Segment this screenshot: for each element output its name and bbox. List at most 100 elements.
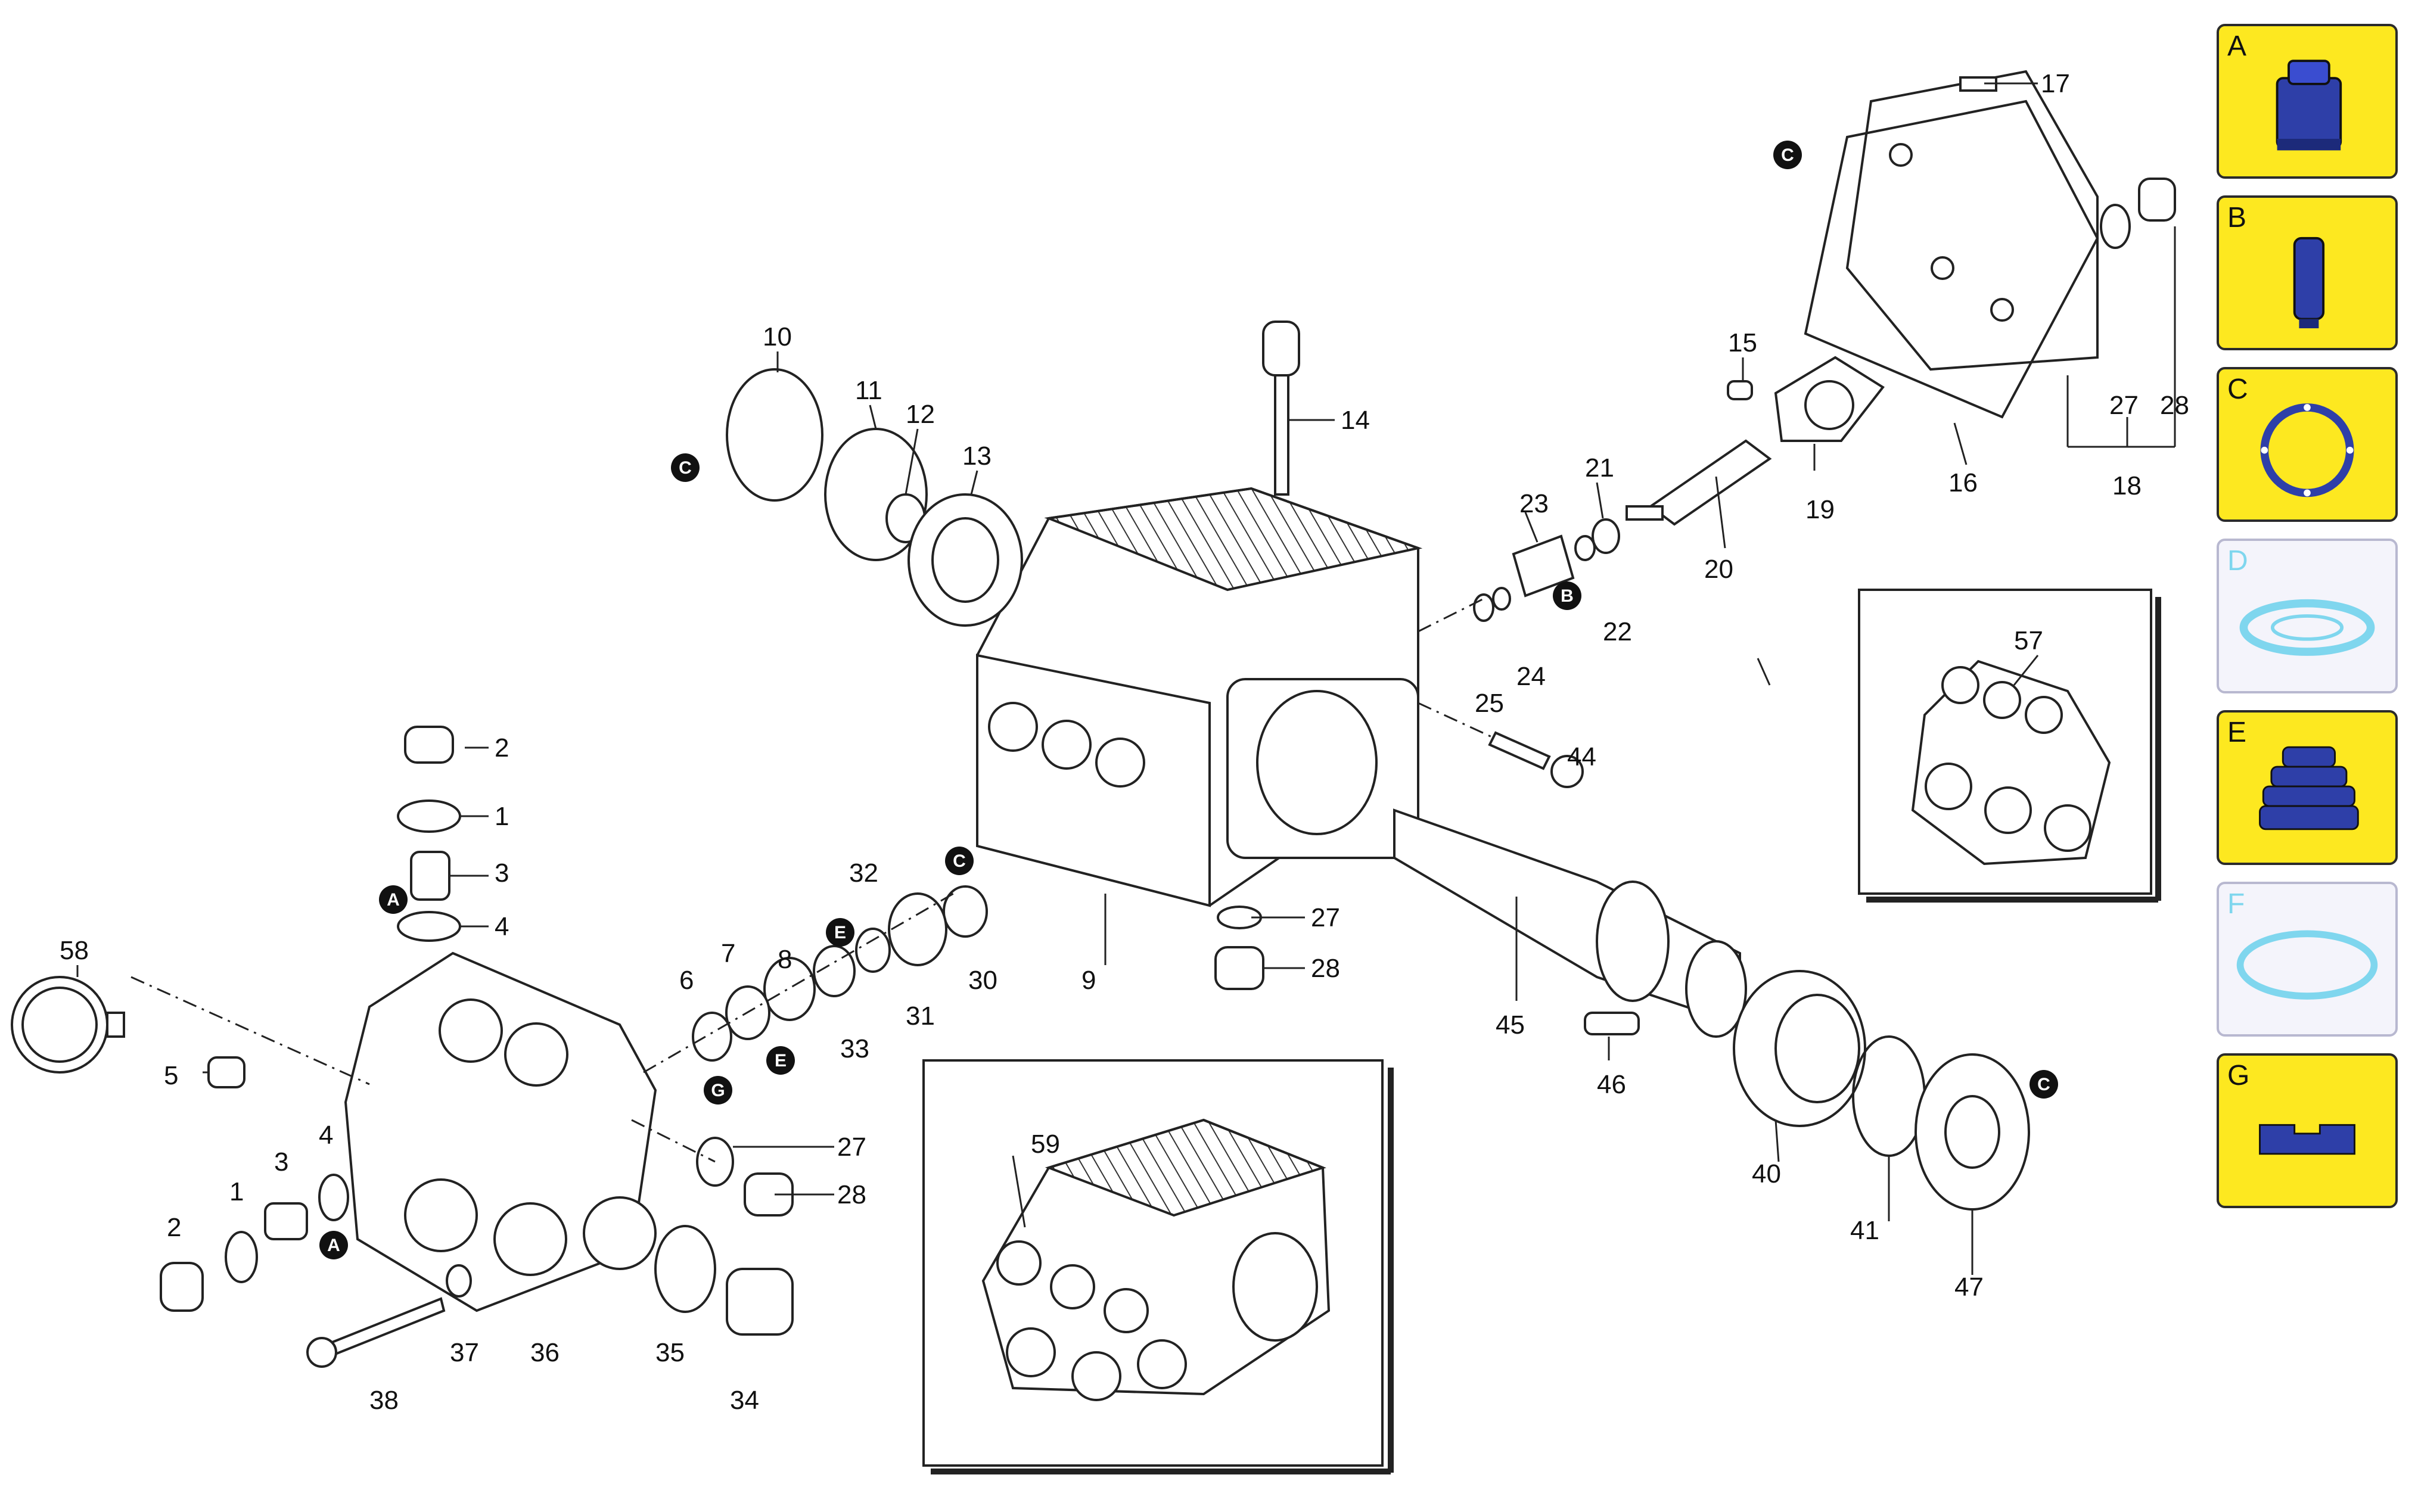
part-label-1-top: 1: [495, 802, 509, 831]
kit-tile-g[interactable]: G: [2217, 1053, 2398, 1208]
part-label-2-top: 2: [495, 733, 509, 763]
part-label-18: 18: [2112, 471, 2142, 500]
plug-34[interactable]: [726, 1268, 794, 1336]
o-ring-1-top[interactable]: [397, 799, 461, 833]
manifold-head[interactable]: [344, 951, 657, 1312]
part-label-16: 16: [1948, 468, 1978, 497]
ring-22[interactable]: [1574, 535, 1596, 561]
part-label-17: 17: [2041, 69, 2070, 98]
ring-6[interactable]: [692, 1012, 732, 1062]
crankcase-cover[interactable]: [1804, 70, 2099, 419]
kit-tile-f[interactable]: F: [2217, 882, 2398, 1037]
part-label-27-mid: 27: [1311, 903, 1340, 932]
circlip-41[interactable]: [1852, 1035, 1926, 1157]
part-label-7: 7: [721, 939, 735, 968]
part-label-47: 47: [1954, 1273, 1984, 1302]
kit-letter-a: A: [2227, 30, 2247, 62]
assembled-pump-illustration: [981, 1118, 1331, 1401]
cover-seal[interactable]: [726, 368, 823, 502]
o-ring-1-bottom[interactable]: [225, 1231, 258, 1283]
plug-28-mid[interactable]: [1214, 946, 1264, 990]
assembly-centerlines: [130, 595, 1496, 1163]
part-label-32: 32: [849, 858, 878, 888]
washer-37[interactable]: [446, 1264, 472, 1298]
valve-plug-2-bottom[interactable]: [160, 1262, 204, 1312]
part-label-44: 44: [1567, 742, 1596, 771]
part-label-45: 45: [1496, 1010, 1525, 1040]
ring-21[interactable]: [1592, 518, 1620, 554]
bolt-44[interactable]: [1488, 731, 1584, 788]
marker-c-4: C: [2037, 1075, 2050, 1094]
part-label-8: 8: [778, 945, 792, 974]
part-label-35: 35: [655, 1338, 685, 1367]
part-label-59: 59: [1031, 1130, 1060, 1159]
part-label-31: 31: [906, 1001, 935, 1031]
sleeve-23[interactable]: [1512, 534, 1575, 598]
seal-33[interactable]: [813, 945, 856, 997]
part-label-24: 24: [1516, 662, 1546, 691]
kit-tile-a[interactable]: A: [2217, 24, 2398, 179]
part-label-9: 9: [1081, 966, 1096, 995]
o-ring-4-bottom[interactable]: [318, 1174, 349, 1221]
valve-3-top[interactable]: [410, 851, 450, 901]
part-label-33: 33: [840, 1034, 869, 1063]
leader-lines: [76, 82, 2176, 1275]
kit-markers: [319, 141, 2058, 1259]
kit-tile-e[interactable]: E: [2217, 710, 2398, 865]
part-label-3-top: 3: [495, 858, 509, 888]
o-ring-35[interactable]: [654, 1225, 716, 1313]
kit-tile-b[interactable]: B: [2217, 195, 2398, 350]
dipstick[interactable]: [1262, 321, 1300, 496]
part-label-3-bottom: 3: [274, 1147, 288, 1177]
kit-tile-c[interactable]: C: [2217, 367, 2398, 522]
part-label-4-bottom: 4: [319, 1121, 333, 1150]
ring-25[interactable]: [1473, 593, 1494, 622]
kit-letter-b: B: [2227, 202, 2247, 234]
part-label-36: 36: [530, 1338, 560, 1367]
plug-28-top[interactable]: [2138, 178, 2176, 222]
bearing-cover-47[interactable]: [1914, 1053, 2030, 1211]
bolt-38[interactable]: [320, 1297, 446, 1360]
piston-20[interactable]: [1626, 439, 1772, 526]
seal-8[interactable]: [763, 957, 816, 1021]
part-label-27-top: 27: [2109, 391, 2139, 420]
marker-a-2: A: [327, 1236, 340, 1255]
part-label-1-bottom: 1: [229, 1177, 244, 1206]
bearing-40[interactable]: [1733, 970, 1866, 1127]
connecting-rod-19[interactable]: [1774, 356, 1885, 442]
part-label-20: 20: [1704, 555, 1733, 584]
part-label-27-low: 27: [837, 1133, 866, 1162]
part-label-6: 6: [679, 966, 694, 995]
kit-tile-d[interactable]: D: [2217, 539, 2398, 693]
o-ring-27-top[interactable]: [2100, 204, 2131, 249]
marker-c-3: C: [953, 851, 966, 871]
o-ring-icon: [2260, 403, 2354, 497]
pin-15[interactable]: [1727, 380, 1753, 400]
part-label-22: 22: [1603, 617, 1632, 646]
part-label-25: 25: [1475, 689, 1504, 718]
part-label-5: 5: [164, 1061, 178, 1090]
manifold-illustration: [1911, 659, 2111, 866]
marker-c-2: C: [1781, 145, 1794, 165]
bolt-38-head: [306, 1337, 337, 1368]
seal-31[interactable]: [888, 892, 947, 966]
part-label-14: 14: [1341, 406, 1370, 435]
screw-5[interactable]: [207, 1056, 245, 1088]
kit-letter-f: F: [2227, 888, 2245, 920]
o-ring-4-top[interactable]: [397, 911, 461, 942]
ring-24[interactable]: [1492, 587, 1511, 611]
part-label-2-bottom: 2: [167, 1213, 181, 1242]
pressure-gauge[interactable]: [11, 976, 125, 1074]
valve-plug-2-top[interactable]: [404, 726, 454, 764]
seal-32[interactable]: [855, 928, 891, 973]
valve-3-bottom[interactable]: [264, 1202, 308, 1240]
key-46[interactable]: [1584, 1012, 1640, 1035]
marker-e-2: E: [775, 1051, 787, 1071]
flat-ring-icon: [2236, 930, 2378, 1000]
part-label-37: 37: [450, 1338, 479, 1367]
seal-30[interactable]: [943, 885, 988, 938]
part-label-41: 41: [1850, 1216, 1879, 1245]
bearing-13[interactable]: [907, 493, 1023, 627]
crankshaft[interactable]: [1393, 808, 1747, 1038]
crankcase-housing[interactable]: [976, 487, 1423, 907]
